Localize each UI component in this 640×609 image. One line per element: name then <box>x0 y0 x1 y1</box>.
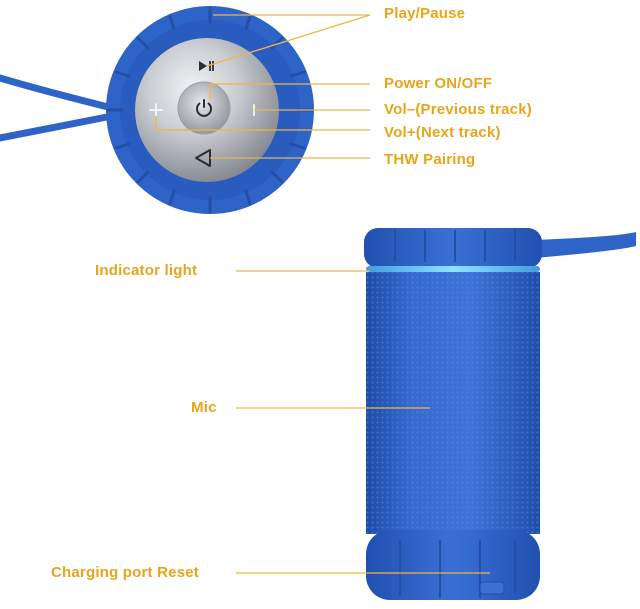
bottom-cap <box>366 530 540 600</box>
label-vol-down: Vol–(Previous track) <box>384 101 532 118</box>
label-charging: Charging port Reset <box>51 564 199 581</box>
label-pairing: THW Pairing <box>384 151 476 168</box>
top-cap <box>364 228 542 268</box>
power-icon[interactable] <box>196 99 212 117</box>
leader-lines <box>155 14 490 574</box>
cap-ribs <box>394 230 516 262</box>
lanyard-strap <box>0 74 116 112</box>
plus-icon[interactable] <box>149 103 163 117</box>
indicator-light <box>366 266 540 272</box>
lanyard-strap <box>0 112 116 142</box>
speaker-mesh <box>366 272 540 534</box>
ring-ribs <box>106 6 314 214</box>
label-indicator: Indicator light <box>95 262 198 279</box>
label-power: Power ON/OFF <box>384 75 493 92</box>
label-play-pause: Play/Pause <box>384 5 466 22</box>
play-pause-icon[interactable] <box>199 61 214 71</box>
charging-port-cover <box>479 581 505 595</box>
label-vol-up: Vol+(Next track) <box>384 124 501 141</box>
label-mic: Mic <box>191 399 217 416</box>
handle-strap <box>535 232 636 258</box>
